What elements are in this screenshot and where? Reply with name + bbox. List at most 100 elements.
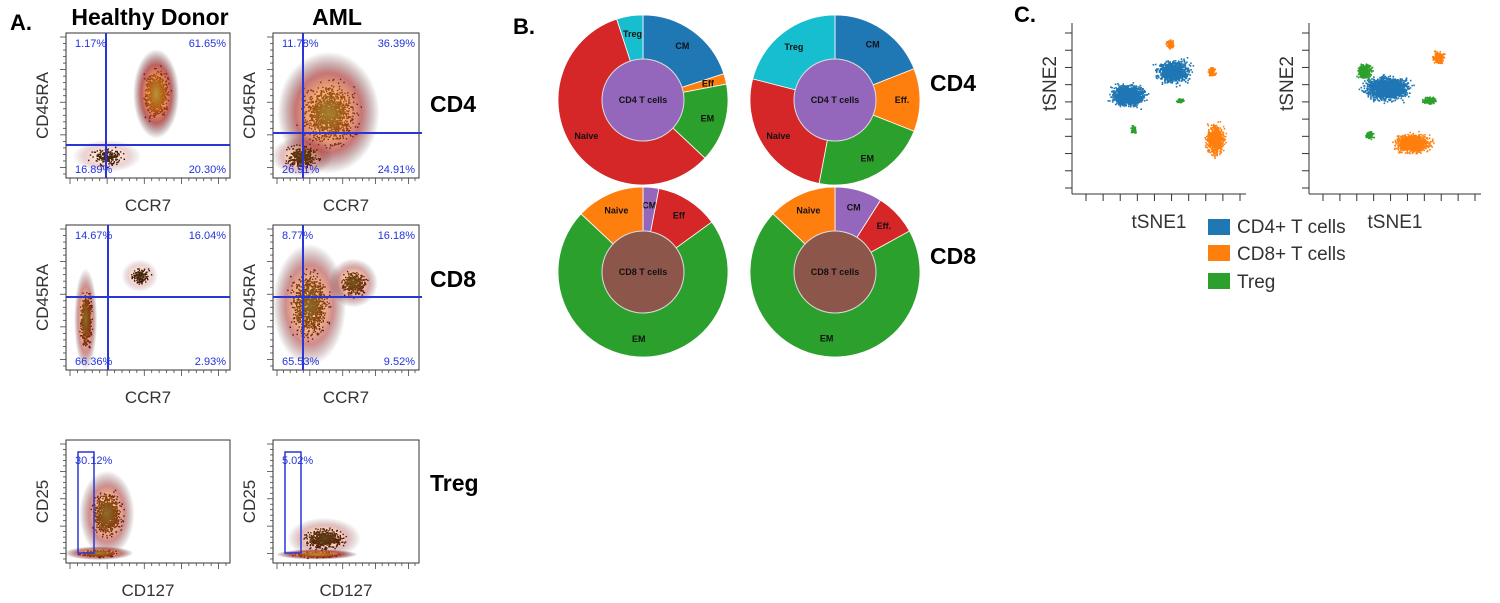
x-axis-label: tSNE1 bbox=[1132, 212, 1187, 233]
legend-label-cd8: CD8+ T cells bbox=[1237, 244, 1346, 265]
plot-frame bbox=[65, 439, 231, 564]
axis-ticks bbox=[267, 443, 416, 569]
panel-a-label: A. bbox=[10, 10, 32, 35]
legend-label-cd4: CD4+ T cells bbox=[1237, 217, 1346, 238]
column-header-aml: AML bbox=[312, 4, 362, 30]
legend-swatch-cd8 bbox=[1208, 245, 1230, 261]
axis-ticks bbox=[60, 443, 227, 569]
treg-gate bbox=[77, 451, 95, 554]
y-axis-label: CD45RA bbox=[240, 263, 259, 331]
quadrant-upper-right-pct: 16.18% bbox=[378, 230, 416, 242]
axis-ticks bbox=[1065, 32, 1241, 201]
donut-center bbox=[601, 58, 685, 142]
x-axis-label: CCR7 bbox=[323, 388, 369, 407]
density-dots bbox=[72, 49, 180, 173]
axis-ticks bbox=[267, 228, 416, 376]
quadrant-upper-right-pct: 16.04% bbox=[189, 230, 227, 242]
slice-label: Naive bbox=[796, 206, 820, 216]
quadrant-lower-left-pct: 16.89% bbox=[75, 164, 113, 176]
column-header-healthy-donor: Healthy Donor bbox=[71, 4, 228, 30]
quadrant-upper-left-pct: 8.77% bbox=[282, 230, 313, 242]
slice-label: Eff. bbox=[877, 221, 892, 231]
slice-label: EM bbox=[820, 333, 834, 343]
legend-swatch-cd4 bbox=[1208, 219, 1230, 235]
y-axis-label: CD25 bbox=[240, 480, 259, 523]
y-axis-label: tSNE2 bbox=[1040, 56, 1061, 111]
slice-label: CM bbox=[642, 200, 656, 210]
donut-center bbox=[793, 58, 877, 142]
quadrant-upper-right-pct: 36.39% bbox=[378, 38, 416, 50]
density-dots bbox=[273, 243, 378, 366]
flow-plot-5: CD127 CD25 30.12% bbox=[33, 439, 231, 600]
quadrant-lower-right-pct: 9.52% bbox=[384, 356, 415, 368]
slice-label: EM bbox=[632, 334, 646, 344]
donut-center-label: CD4 T cells bbox=[619, 95, 668, 105]
slice-label: Eff bbox=[702, 78, 715, 88]
density-dots bbox=[66, 470, 135, 561]
slice-label: EM bbox=[701, 114, 715, 124]
plot-frame bbox=[65, 32, 231, 179]
plot-frame bbox=[272, 32, 420, 179]
treg-gate-pct: 30.12% bbox=[75, 455, 113, 467]
panel-c-label: C. bbox=[1014, 2, 1036, 27]
density-dots bbox=[273, 51, 380, 177]
quadrant-upper-left-pct: 1.17% bbox=[75, 38, 106, 50]
axis-ticks bbox=[267, 36, 416, 184]
quadrant-upper-right-pct: 61.65% bbox=[189, 38, 227, 50]
treg-gate-pct: 5.02% bbox=[282, 455, 313, 467]
y-axis-label: CD45RA bbox=[33, 71, 52, 139]
slice-label: Treg bbox=[784, 42, 803, 52]
panel-b-label: B. bbox=[513, 14, 535, 39]
row-label-treg: Treg bbox=[430, 470, 479, 496]
slice-label: CM bbox=[866, 40, 880, 50]
donut-center-label: CD4 T cells bbox=[811, 95, 860, 105]
row-label-cd8: CD8 bbox=[430, 266, 476, 292]
axis-ticks bbox=[1302, 32, 1476, 201]
quadrant-upper-left-pct: 14.67% bbox=[75, 230, 113, 242]
quadrant-lower-left-pct: 65.53% bbox=[282, 356, 320, 368]
tsne-points bbox=[1107, 39, 1228, 159]
plot-frame bbox=[272, 439, 420, 564]
x-axis-label: CCR7 bbox=[125, 196, 171, 215]
quadrant-upper-left-pct: 11.78% bbox=[282, 38, 319, 50]
donut-center-label: CD8 T cells bbox=[619, 267, 668, 277]
quadrant-lower-left-pct: 66.36% bbox=[75, 356, 113, 368]
slice-label: Naive bbox=[574, 131, 598, 141]
slice-label: Naive bbox=[604, 206, 628, 216]
donut-center bbox=[601, 230, 685, 314]
y-axis-label: CD45RA bbox=[33, 263, 52, 331]
slice-label: Eff. bbox=[895, 95, 910, 105]
x-axis-label: tSNE1 bbox=[1368, 212, 1423, 233]
tsne-plot-2: tSNE1 tSNE2 bbox=[1277, 23, 1481, 233]
quadrant-lower-left-pct: 26.91% bbox=[282, 164, 320, 176]
tsne-legend: CD4+ T cells CD8+ T cells Treg bbox=[1208, 217, 1346, 293]
y-axis-label: CD25 bbox=[33, 480, 52, 523]
legend-swatch-treg bbox=[1208, 273, 1230, 289]
x-axis-label: CD127 bbox=[320, 581, 373, 600]
flow-plot-4: CCR7 CD45RA 8.77% 16.18% 65.53% 9.52% bbox=[240, 224, 422, 407]
x-axis-label: CCR7 bbox=[125, 388, 171, 407]
flow-cytometry-panel: CCR7CD45RA1.17%61.65%16.89%20.30%CCR7CD4… bbox=[33, 32, 422, 600]
donut-row-label-cd8: CD8 bbox=[930, 243, 976, 269]
legend-label-treg: Treg bbox=[1237, 272, 1275, 293]
slice-eff bbox=[833, 68, 921, 132]
row-label-cd4: CD4 bbox=[430, 91, 476, 117]
y-axis-label: tSNE2 bbox=[1277, 56, 1298, 111]
tsne-panel: tSNE1 tSNE2 tSNE1 tSNE2 bbox=[1040, 23, 1481, 233]
slice-label: Naive bbox=[766, 131, 790, 141]
slice-label: Treg bbox=[623, 29, 642, 39]
slice-label: Eff bbox=[673, 210, 686, 220]
treg-gate bbox=[284, 451, 302, 554]
donut-center bbox=[793, 230, 877, 314]
density-dots bbox=[74, 259, 159, 370]
axis-ticks bbox=[60, 36, 227, 184]
x-axis-label: CD127 bbox=[122, 581, 175, 600]
